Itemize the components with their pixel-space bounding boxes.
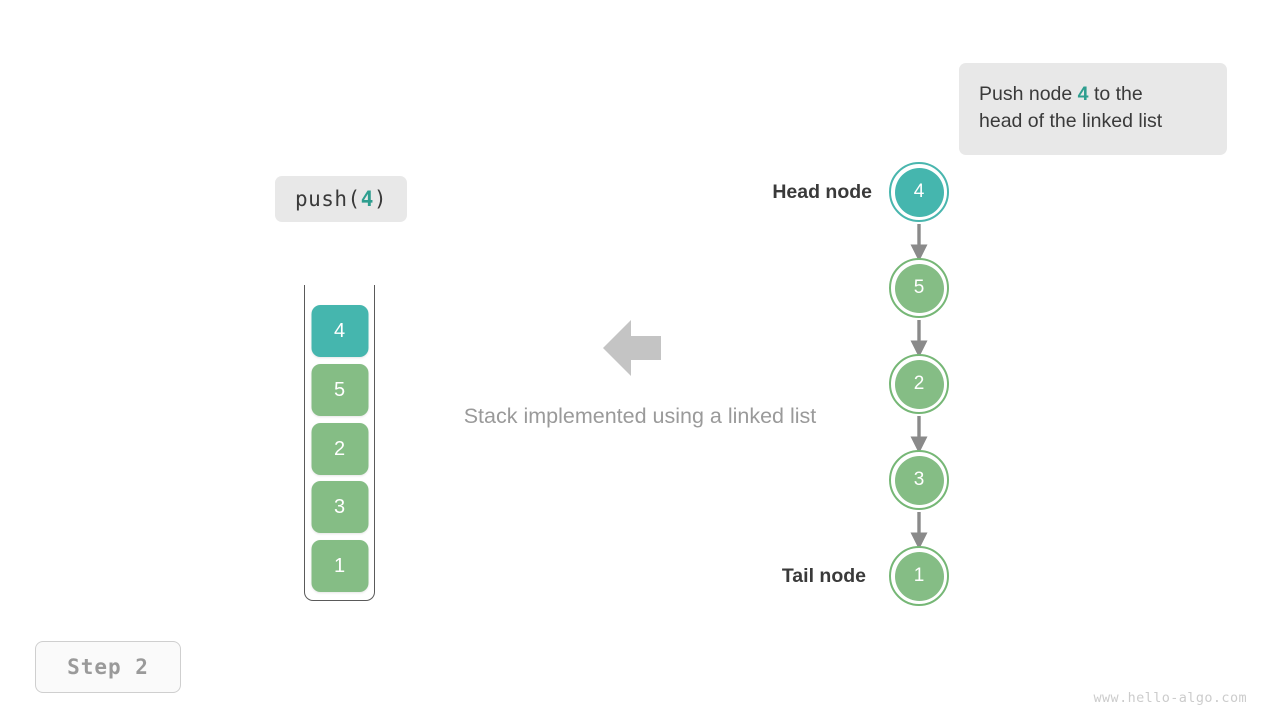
stack-cell: 1: [311, 540, 368, 592]
annotation-line1-suffix: to the: [1088, 83, 1143, 105]
stack-cell: 5: [311, 364, 368, 416]
stack-cell-value: 2: [333, 437, 346, 460]
operation-label: push(4): [275, 176, 407, 222]
operation-prefix: push(: [294, 187, 361, 211]
operation-value: 4: [360, 187, 374, 211]
stack-container: 4 5 2 3 1: [304, 285, 375, 601]
stack-cell: 4: [311, 305, 368, 357]
stack-cell-value: 1: [333, 554, 346, 577]
step-badge: Step 2: [35, 641, 181, 693]
annotation-callout: Push node 4 to the head of the linked li…: [959, 63, 1227, 155]
linked-list-node: 2: [889, 354, 949, 414]
stack-cell: 3: [311, 481, 368, 533]
linked-list-node: 3: [889, 450, 949, 510]
diagram-caption: Stack implemented using a linked list: [0, 404, 1280, 429]
linked-list-node-value-wrap: 5: [894, 263, 944, 313]
linked-list-node-value-wrap: 2: [894, 359, 944, 409]
linked-list-node-value: 5: [913, 277, 925, 298]
annotation-highlight-value: 4: [1077, 83, 1089, 105]
tail-node-label: Tail node: [781, 565, 866, 587]
annotation-line1-prefix: Push node: [979, 83, 1078, 105]
linked-list-node: 1: [889, 546, 949, 606]
watermark: www.hello-algo.com: [1093, 690, 1247, 706]
diagram-caption-text: Stack implemented using a linked list: [463, 404, 817, 428]
stack-cell: 2: [311, 423, 368, 475]
linked-list-node-value: 2: [913, 373, 925, 394]
left-arrow-icon: [600, 318, 664, 383]
linked-list-node-value: 3: [913, 469, 925, 490]
linked-list-node-value-wrap: 4: [894, 167, 944, 217]
linked-list-node-value: 1: [913, 565, 925, 586]
operation-suffix: ): [373, 187, 388, 211]
linked-list-node-value-wrap: 3: [894, 455, 944, 505]
stack-cell-value: 5: [333, 378, 346, 401]
stack-cell-value: 3: [333, 495, 346, 518]
head-node-label: Head node: [772, 181, 872, 203]
annotation-line2: head of the linked list: [979, 110, 1163, 132]
linked-list-node: 5: [889, 258, 949, 318]
linked-list-node-value-wrap: 1: [894, 551, 944, 601]
linked-list-node-value: 4: [913, 181, 925, 202]
linked-list-node: 4: [889, 162, 949, 222]
stack-cell-value: 4: [333, 319, 346, 342]
